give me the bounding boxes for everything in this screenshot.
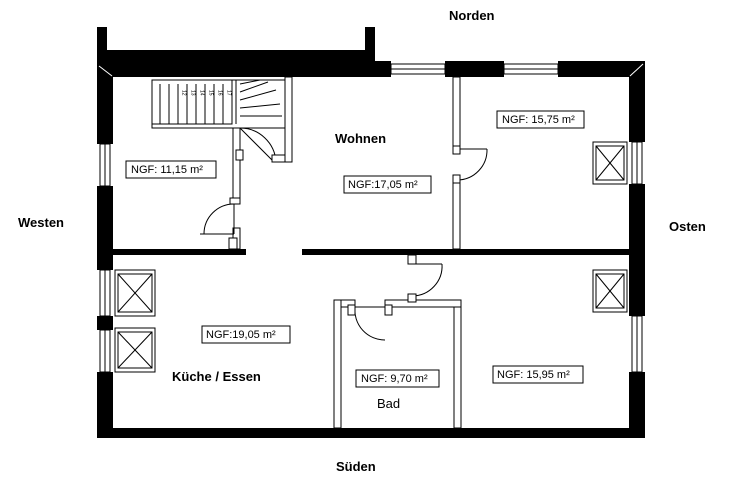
area-se-room: NGF: 15,95 m²	[497, 369, 570, 381]
area-box-kueche	[201, 325, 291, 344]
staircase	[151, 79, 286, 129]
area-box-wohnen	[343, 175, 432, 194]
door-stair	[235, 127, 286, 163]
door-se-room	[407, 254, 443, 303]
compass-west: Westen	[18, 215, 64, 230]
area-nw-room: NGF: 11,15 m²	[131, 164, 203, 176]
skylight-kueche-1	[114, 269, 156, 317]
door-bad	[347, 304, 393, 341]
skylights	[114, 141, 628, 373]
area-box-nw	[125, 160, 217, 179]
exterior-walls	[97, 27, 645, 438]
stair-step-number: 15	[208, 90, 214, 96]
interior-partitions	[232, 76, 462, 429]
area-bad: NGF: 9,70 m²	[361, 373, 428, 385]
stair-step-number: 16	[217, 90, 223, 96]
area-ne-room: NGF: 15,75 m²	[502, 114, 575, 126]
skylight-se	[592, 269, 628, 313]
stair-step-number: 12	[181, 90, 187, 96]
door-ne-room	[452, 145, 488, 184]
area-boxes	[125, 110, 585, 388]
area-box-ne	[496, 110, 585, 129]
compass-south: Süden	[336, 459, 376, 474]
area-box-bad	[355, 369, 440, 388]
room-name-kueche: Küche / Essen	[172, 369, 261, 384]
area-box-se	[492, 365, 584, 384]
skylight-kueche-2	[114, 327, 156, 373]
area-wohnen: NGF:17,05 m²	[348, 179, 418, 191]
area-kueche: NGF:19,05 m²	[206, 329, 276, 341]
wall-corner-marks	[98, 63, 644, 77]
stair-step-number: 14	[199, 90, 205, 96]
compass-north: Norden	[449, 8, 495, 23]
stair-step-number: 17	[226, 90, 232, 96]
interior-walls	[113, 249, 629, 255]
door-nw-room	[200, 197, 241, 250]
doors	[200, 127, 488, 341]
room-name-bad: Bad	[377, 396, 400, 411]
skylight-ne	[592, 141, 628, 185]
compass-east: Osten	[669, 219, 706, 234]
windows	[99, 63, 643, 373]
stair-step-number: 13	[190, 90, 196, 96]
room-name-wohnen: Wohnen	[335, 131, 386, 146]
